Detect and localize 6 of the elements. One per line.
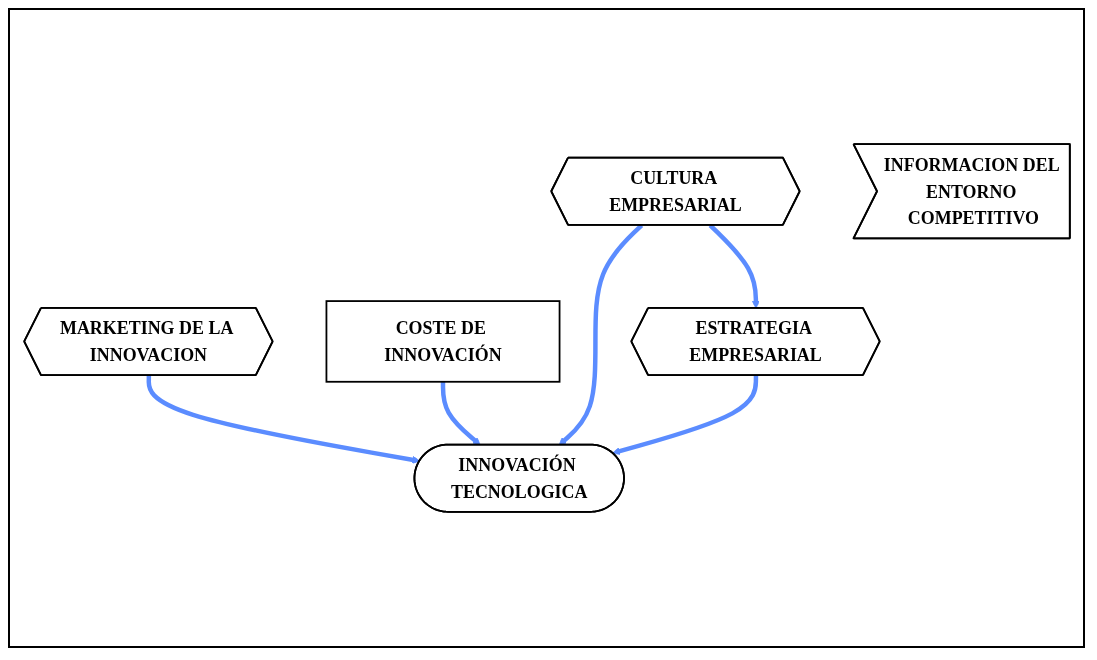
arrow xyxy=(558,223,643,446)
arrow xyxy=(146,375,420,464)
node-box: COSTE DE INNOVACIÓN xyxy=(325,300,560,383)
arrow xyxy=(440,381,481,446)
arrow xyxy=(708,223,760,309)
arrow xyxy=(611,375,758,455)
